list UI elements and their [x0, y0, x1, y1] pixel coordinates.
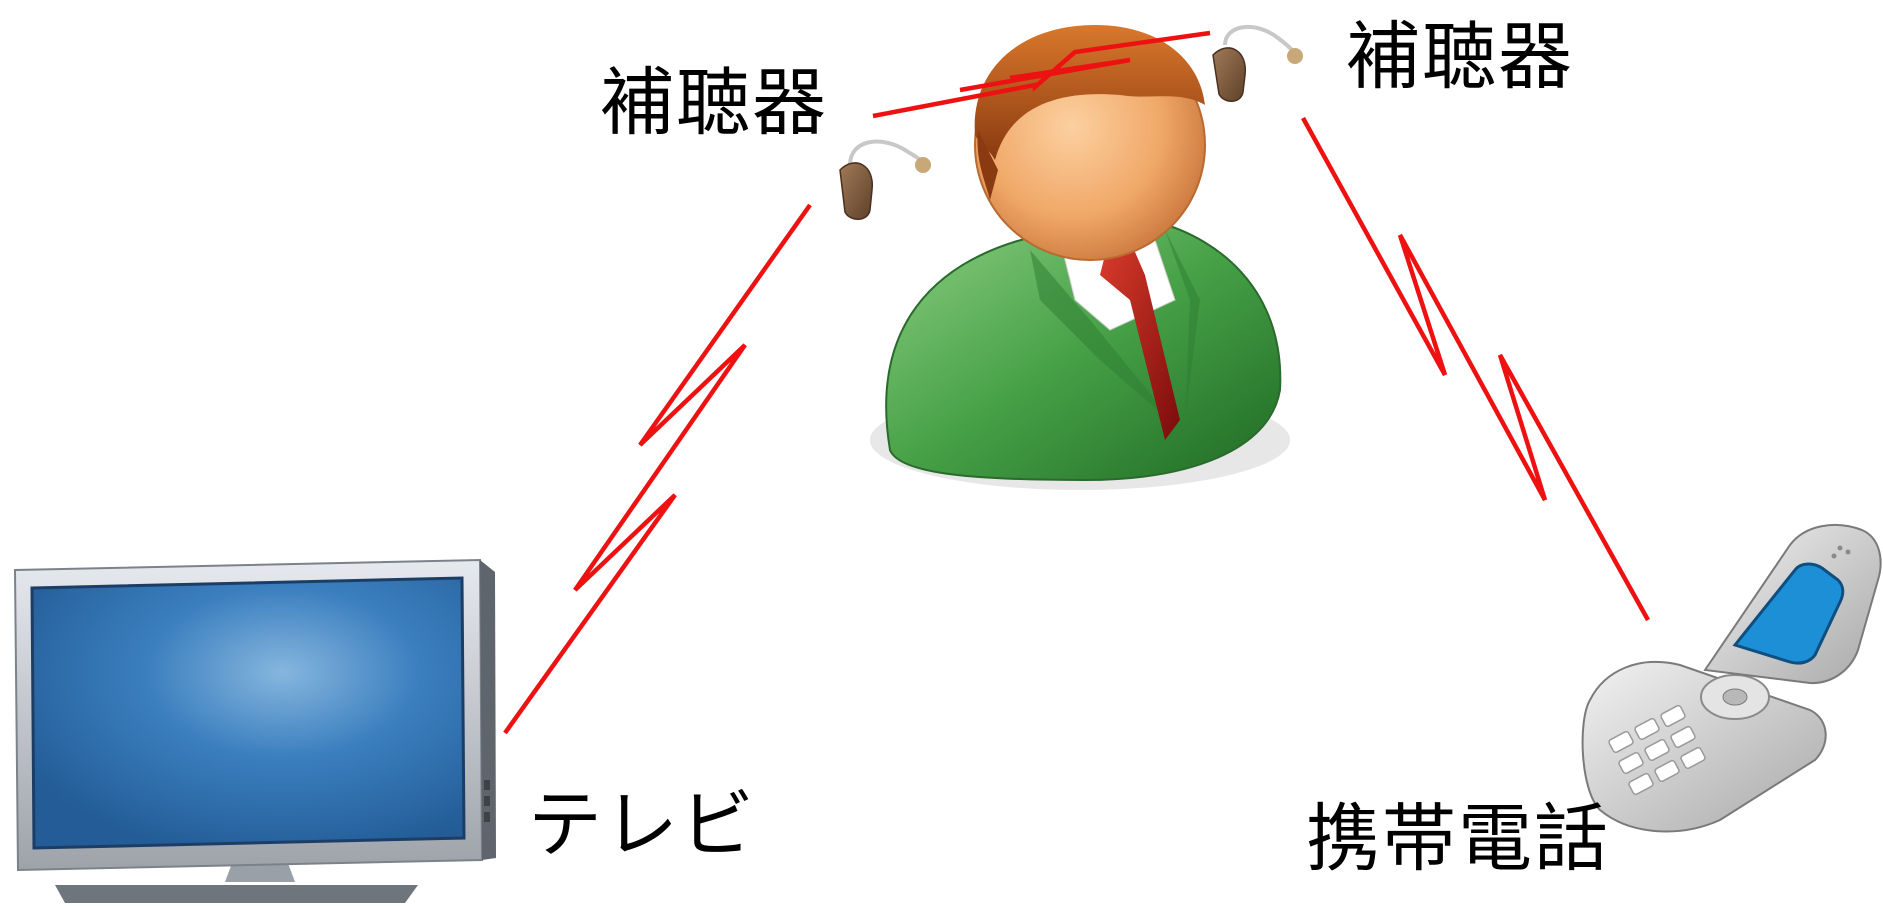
tv-label: テレビ: [528, 782, 756, 868]
person-lapel-right: [1165, 230, 1200, 420]
person-lapel-left: [1030, 250, 1180, 430]
hearing-aid-left-icon: [839, 139, 931, 220]
person-tie: [1100, 252, 1180, 440]
link-phone-to-hearing-aid: [1301, 116, 1650, 622]
tv-icon: [13, 558, 496, 903]
person-hair: [974, 25, 1205, 160]
phone-keypad: [1608, 704, 1706, 796]
mobile-phone-icon: [1581, 524, 1882, 833]
link-hearing-aid-to-hearing-aid: [872, 30, 1211, 119]
person-hair-tuft: [977, 130, 998, 200]
hearing-aid-right-icon: [1212, 24, 1303, 102]
person-suit: [885, 218, 1282, 482]
link-hearing-aid-zigzag: [959, 57, 1131, 93]
hearing-aid-right-label: 補聴器: [1346, 14, 1574, 100]
mobile-phone-label: 携帯電話: [1306, 796, 1610, 882]
tv-stand-base: [55, 885, 418, 903]
hearing-aid-left-label: 補聴器: [600, 60, 828, 146]
phone-screen: [1732, 562, 1845, 665]
person-icon: [870, 25, 1290, 490]
link-tv-to-hearing-aid: [503, 203, 812, 735]
wireless-links: [503, 30, 1650, 735]
tv-screen: [30, 576, 466, 850]
